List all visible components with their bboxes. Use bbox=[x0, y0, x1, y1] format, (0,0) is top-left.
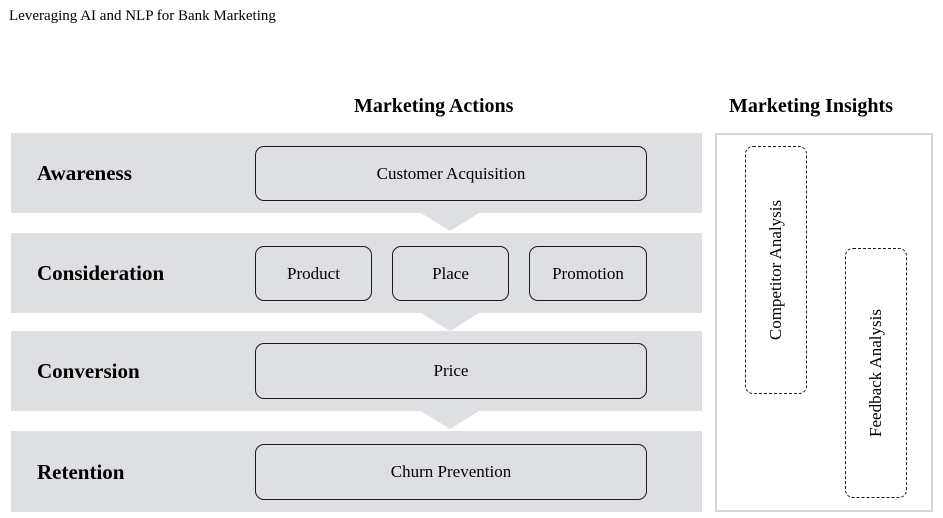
stage-arrow bbox=[421, 411, 479, 429]
stage-label-consideration: Consideration bbox=[37, 261, 165, 285]
insight-competitor-analysis: Competitor Analysis bbox=[766, 199, 785, 341]
insight-feedback-analysis: Feedback Analysis bbox=[866, 309, 885, 437]
marketing-insights-panel bbox=[715, 133, 933, 512]
action-product: Product bbox=[255, 246, 372, 301]
action-churn-prevention: Churn Prevention bbox=[255, 444, 647, 500]
stage-arrow bbox=[421, 213, 479, 231]
stage-arrow bbox=[421, 313, 479, 331]
stage-label-retention: Retention bbox=[37, 460, 125, 484]
action-place: Place bbox=[392, 246, 509, 301]
stage-label-awareness: Awareness bbox=[37, 161, 132, 185]
insight-box-competitor bbox=[745, 146, 807, 394]
insight-box-feedback bbox=[845, 248, 907, 498]
page-header: Leveraging AI and NLP for Bank Marketing bbox=[9, 8, 276, 24]
stage-label-conversion: Conversion bbox=[37, 359, 140, 383]
action-promotion: Promotion bbox=[529, 246, 647, 301]
marketing-actions-title: Marketing Actions bbox=[354, 95, 514, 117]
action-customer-acquisition: Customer Acquisition bbox=[255, 146, 647, 201]
action-price: Price bbox=[255, 343, 647, 399]
marketing-insights-title: Marketing Insights bbox=[729, 95, 893, 117]
